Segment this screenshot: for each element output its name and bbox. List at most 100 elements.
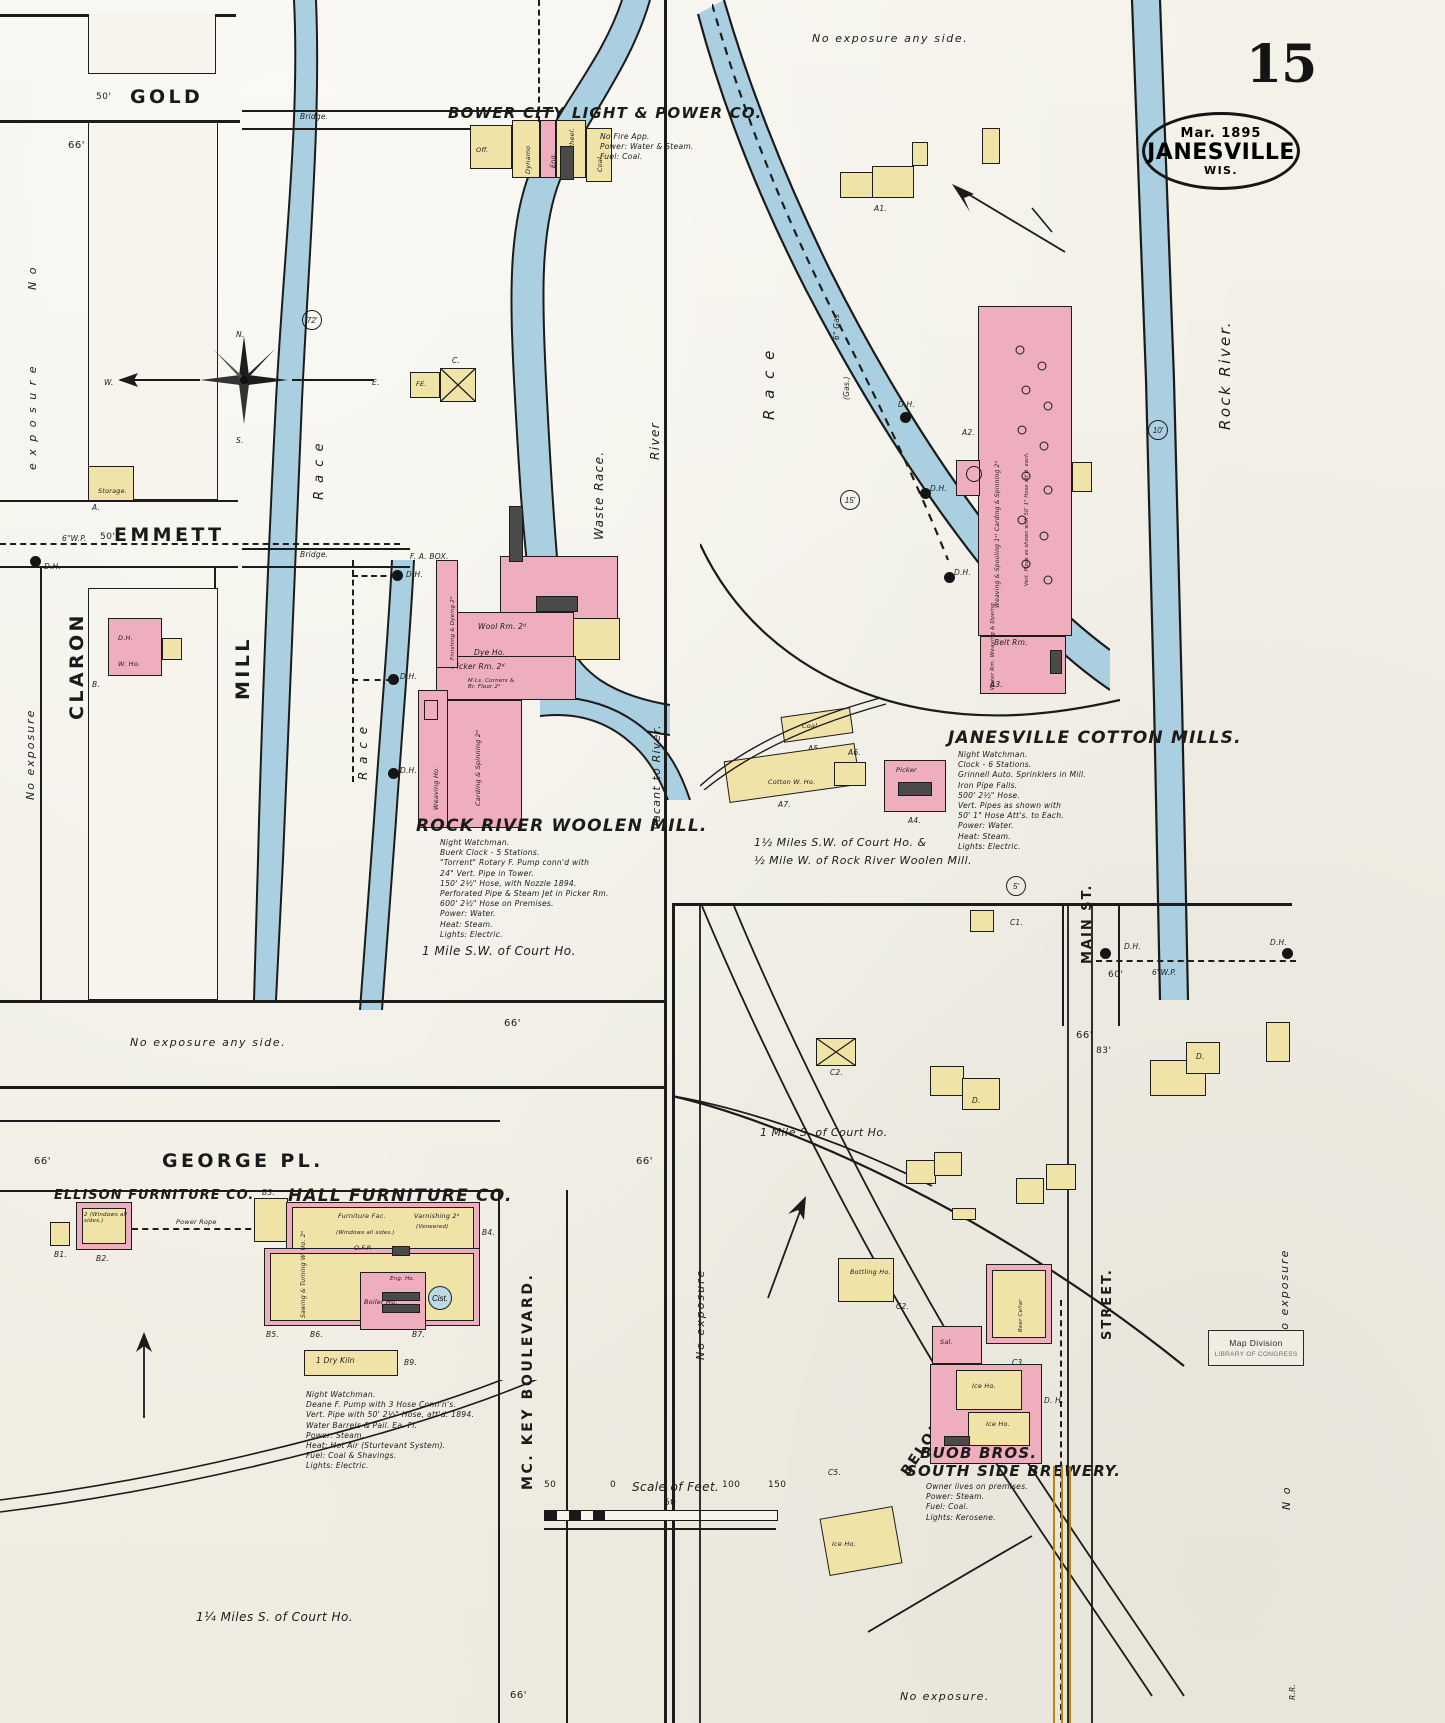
label-6wp-emmett: 6"W.P.	[62, 534, 87, 543]
dim-gold-66: 66'	[68, 140, 85, 151]
hall-b3-building	[254, 1198, 288, 1242]
george-pl-line	[0, 1190, 500, 1193]
note-no-exposure-mid: No exposure any side.	[130, 1036, 287, 1049]
hall-boiler-dark2	[382, 1304, 420, 1313]
label-ice-ho-3: Ice Ho.	[832, 1540, 856, 1548]
label-6wp-main: 6"W.P.	[1152, 968, 1177, 977]
divider-horizontal-lower	[0, 1086, 666, 1089]
key-label-a1: A1.	[874, 204, 887, 213]
key-label-c: C.	[452, 356, 461, 365]
water-label-waste-race: Waste Race.	[592, 450, 606, 540]
label-c-fe: FE.	[416, 380, 427, 388]
label-no-exposure-left-upper2: N o	[26, 265, 39, 290]
buob-note-2: Fuel: Coal.	[926, 1502, 969, 1512]
hall-boiler-house	[360, 1272, 426, 1330]
label-dh-main-west: D.H.	[1124, 942, 1141, 951]
ellison-small-shed	[50, 1222, 70, 1246]
emmett-line-north	[0, 500, 238, 503]
claron-line-west	[40, 566, 43, 1002]
stamp-line-2: LIBRARY OF CONGRESS	[1214, 1351, 1298, 1358]
cotton-distance-2: ½ Mile W. of Rock River Woolen Mill.	[754, 854, 973, 867]
water-label-rock-river-mid: River	[648, 421, 662, 460]
hydrant-woolen-south	[388, 768, 399, 779]
key-label-c2: C2.	[896, 1302, 909, 1311]
hydrant-main-east	[1282, 948, 1293, 959]
dim-mid-66c: 66'	[636, 1156, 653, 1167]
street-label-claron: CLARON	[66, 612, 88, 720]
building-lr-9	[838, 1258, 894, 1302]
firm-title-buob2: SOUTH SIDE BREWERY.	[906, 1462, 1122, 1480]
key-label-b5: B5.	[266, 1330, 279, 1339]
hydrant-race-north	[900, 412, 911, 423]
cotton-sprinkler-marks	[1008, 330, 1068, 620]
woolen-distance: 1 Mile S.W. of Court Ho.	[422, 944, 576, 958]
dim-mid-66b: 66'	[34, 1156, 51, 1167]
compass-label-w: W.	[104, 378, 114, 387]
bower-label-dynamo: Dynamo	[524, 145, 532, 174]
woolen-note-6: 600' 2½" Hose on Premises.	[440, 899, 554, 909]
woolen-note-4: 150' 2½" Hose, with Nozzle 1894.	[440, 878, 577, 888]
block-gold-north	[88, 14, 216, 74]
compass-label-e: E.	[372, 378, 380, 387]
hydrant-race-mid	[920, 488, 931, 499]
woolen-label-weaving: Weaving Ho.	[432, 766, 440, 810]
label-dh-race-mid: D.H.	[930, 484, 947, 493]
label-ice-ho-2: Ice Ho.	[986, 1420, 1010, 1428]
hall-label-furniture-fac: Furniture Fac.	[338, 1212, 386, 1220]
bower-pipe-dash	[538, 0, 540, 122]
label-dh-race-south: D.H.	[954, 568, 971, 577]
building-c-2-xmark	[439, 367, 477, 407]
hall-dry-kiln	[304, 1350, 398, 1376]
key-label-b3: B3.	[262, 1188, 275, 1197]
woolen-note-3: 24" Vert. Pipe in Tower.	[440, 868, 534, 878]
dim-circle-bottom-5: 5'	[1006, 876, 1026, 896]
key-label-a2: A2.	[962, 428, 975, 437]
label-b-wh: W. Ho.	[118, 660, 141, 668]
key-label-c3: C3.	[1012, 1358, 1025, 1367]
scale-bar-group: Scale of Feet. 50 0 50 100 150	[540, 1480, 786, 1540]
hall-note-2: Vert. Pipe with 50' 2½" Hose, att'd. 189…	[306, 1410, 475, 1420]
label-dh-woolen-south: D.H.	[400, 766, 417, 775]
scale-tick-0: 0	[610, 1480, 617, 1490]
building-lr-1-xmark	[815, 1037, 857, 1071]
north-arrow-lower-right	[752, 1190, 812, 1305]
emmett-water-pipe-dash	[0, 543, 400, 545]
firm-title-hall: HALL FURNITURE CO.	[288, 1186, 513, 1206]
divider-right-panel-split	[672, 903, 1292, 906]
dim-emmett-50: 50'	[100, 532, 116, 542]
building-b-dwelling	[108, 618, 162, 676]
compass-east-pointer	[292, 379, 374, 381]
cotton-mill-main	[978, 306, 1072, 636]
hydrant-emmett-west	[30, 556, 41, 567]
cotton-label-coal: Coal	[802, 722, 818, 730]
building-lr-5	[934, 1152, 962, 1176]
scale-tick-150: 150	[768, 1480, 787, 1490]
building-a1-north2	[872, 166, 914, 198]
dim-mid-66: 66'	[504, 1018, 521, 1029]
cotton-picker-dark	[898, 782, 932, 796]
cotton-note-6: 50' 1" Hose Att's. to Each.	[958, 811, 1064, 821]
scale-tick-50l: 50	[544, 1480, 557, 1490]
race-west-lower-water	[330, 559, 440, 1011]
woolen-label-fa-box: F. A. BOX.	[410, 552, 449, 561]
label-dh-race-north: D.H.	[898, 400, 915, 409]
key-label-a3: A3.	[990, 680, 1003, 689]
woolen-yellow-annex	[570, 618, 620, 660]
compass-west-pointer	[120, 379, 200, 381]
key-label-c2b: C2.	[830, 1068, 843, 1077]
label-bridge-top: Bridge.	[300, 112, 329, 121]
label-dh-main-east: D.H.	[1270, 938, 1287, 947]
hall-label-windows-all: (Windows all sides.)	[336, 1230, 395, 1236]
firm-title-ellison: ELLISON FURNITURE CO.	[54, 1188, 255, 1203]
dim-gold-50: 50'	[96, 92, 112, 102]
buob-note-3: Lights: Kerosene.	[926, 1512, 996, 1522]
bower-label-off: Off.	[476, 146, 489, 154]
emmett-line-south	[0, 566, 238, 569]
divider-right-panel-vert	[672, 903, 675, 1723]
hydrant-woolen-north	[392, 570, 403, 581]
bower-notes: No Fire App. Power: Water & Steam. Fuel:…	[600, 132, 694, 163]
building-lr-12	[1046, 1164, 1076, 1190]
label-no-exposure-right-vert: No exposure	[1278, 1248, 1291, 1340]
